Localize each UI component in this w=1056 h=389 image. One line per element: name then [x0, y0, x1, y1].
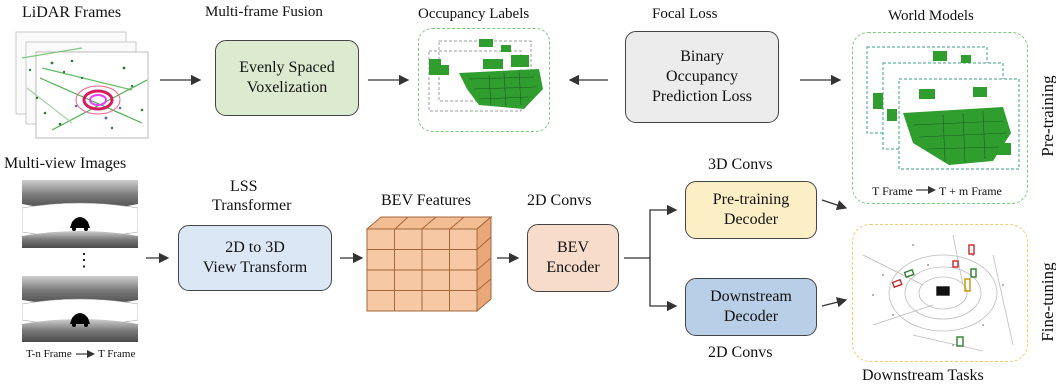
- down-decoder-line1: Downstream: [710, 288, 792, 305]
- vertical-dots: ⋮: [75, 250, 93, 270]
- car-icon: [70, 217, 90, 327]
- bev-features-cube: [365, 215, 495, 315]
- lidar-frames-image: [12, 28, 157, 143]
- world-models-image: [866, 46, 1020, 170]
- pre-decoder-line1: Pre-training: [712, 191, 790, 208]
- occupancy-labels-panel: [418, 28, 550, 132]
- arrow-downdecoder-to-tasks: [821, 297, 848, 308]
- binary-line1: Binary: [680, 48, 724, 65]
- wm-frame-left-label: T Frame: [872, 184, 913, 198]
- lss-transformer-line1: LSS: [230, 178, 258, 195]
- downstream-tasks-panel: [852, 224, 1028, 362]
- view-transform-box: 2D to 3D View Transform: [178, 225, 332, 291]
- voxelization-line2: Voxelization: [246, 79, 328, 96]
- binary-line3: Prediction Loss: [652, 88, 752, 105]
- multiview-images-label: Multi-view Images: [4, 155, 127, 172]
- binary-line2: Occupancy: [666, 68, 738, 85]
- bev-features-label: BEV Features: [381, 192, 471, 209]
- pre-decoder-line2: Decoder: [723, 211, 779, 228]
- focal-loss-label: Focal Loss: [652, 6, 718, 22]
- down-decoder-line2: Decoder: [723, 308, 779, 325]
- conv3d-label: 3D Convs: [708, 156, 773, 173]
- downstream-scene-image: [862, 234, 1014, 352]
- t-frame-left-label: T-n Frame: [26, 348, 72, 360]
- bev-encoder-line2: Encoder: [546, 259, 600, 276]
- multiview-images: [21, 178, 139, 344]
- binary-occupancy-loss-box: Binary Occupancy Prediction Loss: [625, 31, 779, 123]
- world-models-label: World Models: [888, 8, 974, 24]
- pretraining-decoder-box: Pre-training Decoder: [685, 181, 817, 239]
- conv2d-bottom-label: 2D Convs: [708, 344, 773, 361]
- occupancy-voxels-image: [428, 39, 543, 112]
- voxelization-box: Evenly Spaced Voxelization: [215, 40, 359, 116]
- downstream-decoder-box: Downstream Decoder: [685, 278, 817, 336]
- conv2d-top-label: 2D Convs: [527, 192, 592, 209]
- t-frame-right-label: T Frame: [98, 348, 136, 360]
- voxelization-line1: Evenly Spaced: [239, 59, 335, 76]
- view-transform-line2: View Transform: [202, 259, 308, 276]
- lss-transformer-line2: Transformer: [212, 197, 292, 214]
- view-transform-line1: 2D to 3D: [225, 239, 285, 256]
- bev-encoder-box: BEV Encoder: [527, 224, 619, 292]
- wm-frame-right-label: T + m Frame: [939, 184, 1002, 198]
- occupancy-labels-label: Occupancy Labels: [418, 6, 530, 22]
- bev-encoder-line1: BEV: [557, 239, 589, 256]
- multiframe-fusion-label: Multi-frame Fusion: [205, 4, 323, 20]
- arrow-encoder-to-predecoder: [624, 204, 678, 259]
- arrow-encoder-to-downdecoder: [649, 258, 678, 312]
- arrow-predecoder-to-worldmodels: [821, 199, 848, 211]
- world-models-panel: [852, 32, 1028, 204]
- lidar-frames-label: LiDAR Frames: [22, 4, 122, 21]
- downstream-tasks-label: Downstream Tasks: [862, 367, 984, 384]
